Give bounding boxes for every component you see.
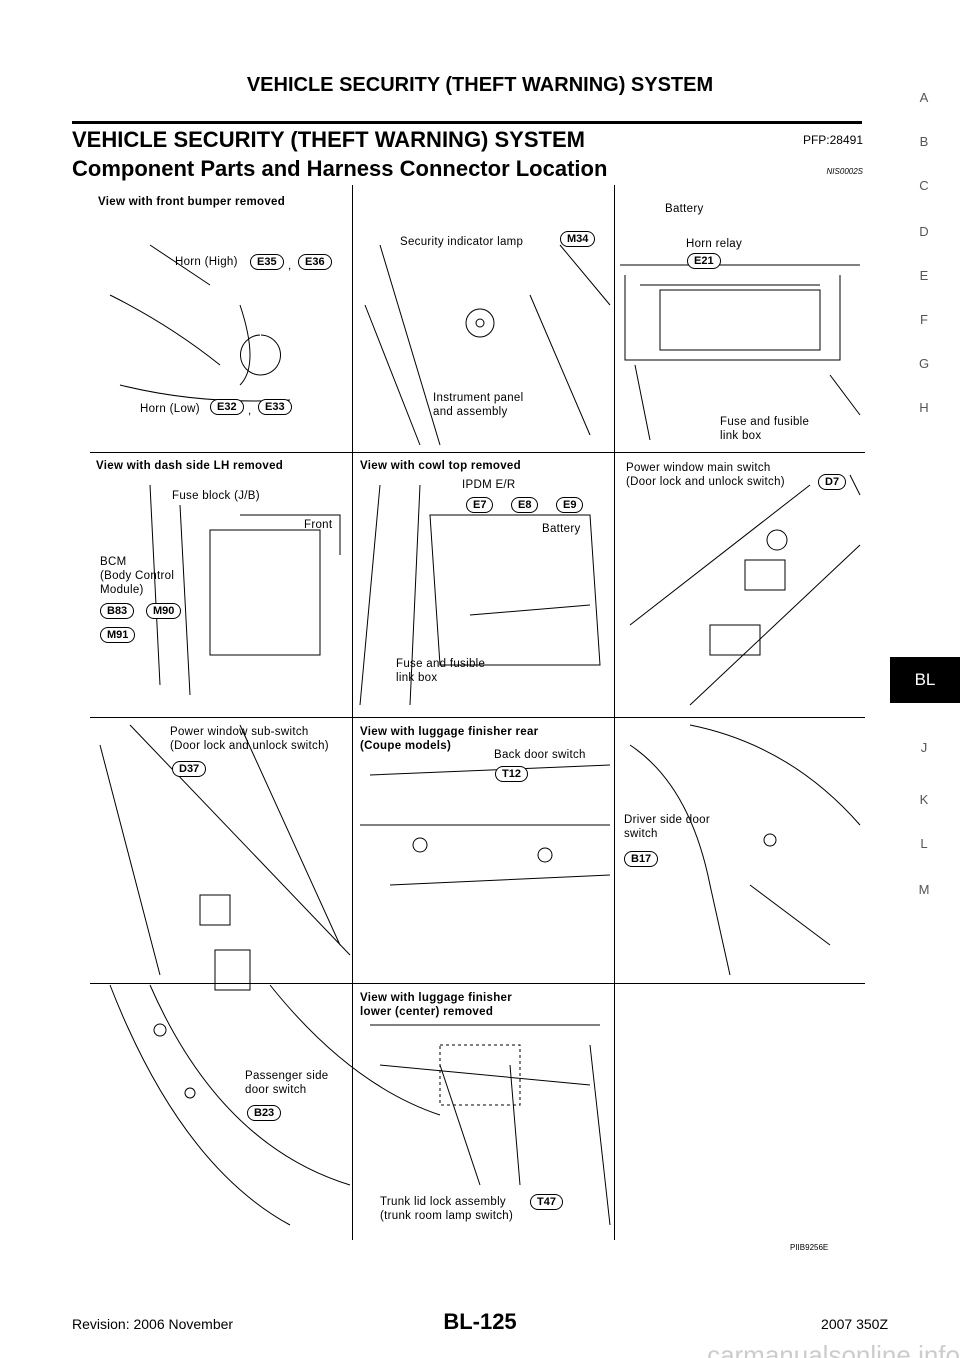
- section-subtitle: Component Parts and Harness Connector Lo…: [72, 156, 608, 181]
- grid-divider: [90, 717, 865, 718]
- instrument-panel-label: Instrument panel and assembly: [433, 392, 524, 418]
- fuse-block-label: Fuse block (J/B): [172, 490, 260, 502]
- section-index-f[interactable]: F: [920, 312, 928, 327]
- driver-door-switch-label: Driver side door switch: [624, 814, 710, 840]
- section-index-k[interactable]: K: [919, 792, 929, 807]
- section-index-c[interactable]: C: [919, 178, 929, 193]
- connector-m91: M91: [100, 627, 136, 643]
- section-title: VEHICLE SECURITY (THEFT WARNING) SYSTEM: [72, 127, 585, 152]
- battery-label: Battery: [665, 203, 704, 215]
- grid-divider: [614, 185, 615, 1240]
- section-index-a[interactable]: A: [919, 90, 929, 105]
- connector-m90: M90: [146, 603, 182, 619]
- section-index-j[interactable]: J: [920, 740, 928, 755]
- panel-title: View with cowl top removed: [360, 460, 521, 472]
- panel-title: View with front bumper removed: [98, 196, 286, 208]
- header-rule: [72, 121, 862, 124]
- trunk-lock-label: Trunk lid lock assembly (trunk room lamp…: [380, 1196, 514, 1222]
- reference-code: NIS0002S: [826, 167, 863, 176]
- fuse-box-label: Fuse and fusible link box: [720, 416, 810, 442]
- connector-b23: B23: [247, 1105, 282, 1121]
- horn-low-label: Horn (Low): [140, 403, 200, 415]
- front-label: Front: [304, 519, 333, 531]
- grid-divider: [90, 452, 865, 453]
- section-index-b[interactable]: B: [919, 134, 929, 149]
- connector-e7: E7: [466, 497, 494, 513]
- line-art-illustration: [99, 244, 861, 1226]
- panel-title: View with luggage finisher rear (Coupe m…: [360, 726, 539, 752]
- connector-e32: E32: [210, 399, 244, 415]
- main-switch-label: Power window main switch (Door lock and …: [626, 462, 785, 488]
- section-index-g[interactable]: G: [918, 356, 930, 371]
- figure-code: PIIB9256E: [790, 1243, 829, 1252]
- connector-d7: D7: [818, 474, 847, 490]
- horn-high-label: Horn (High): [175, 256, 238, 268]
- connector-b83: B83: [100, 603, 135, 619]
- section-index-h[interactable]: H: [919, 400, 929, 415]
- section-index-l[interactable]: L: [920, 836, 928, 851]
- horn-relay-label: Horn relay: [686, 238, 743, 250]
- battery-label: Battery: [542, 523, 581, 535]
- back-door-switch-label: Back door switch: [494, 749, 586, 761]
- component-location-figure: View with front bumper removed Horn (Hig…: [90, 185, 865, 1240]
- grid-divider: [90, 983, 865, 984]
- connector-e9: E9: [556, 497, 584, 513]
- separator: ,: [288, 260, 292, 272]
- connector-e33: E33: [258, 399, 292, 415]
- panel-title: View with luggage finisher lower (center…: [360, 992, 512, 1018]
- sub-switch-label: Power window sub-switch (Door lock and u…: [170, 726, 329, 752]
- page-number: BL-125: [443, 1309, 517, 1334]
- connector-e21: E21: [687, 253, 721, 269]
- section-index-e[interactable]: E: [919, 268, 929, 283]
- security-lamp-label: Security indicator lamp: [400, 236, 524, 248]
- ipdm-label: IPDM E/R: [462, 479, 516, 491]
- connector-t47: T47: [530, 1194, 563, 1210]
- model: 2007 350Z: [821, 1316, 888, 1332]
- page-header: VEHICLE SECURITY (THEFT WARNING) SYSTEM: [246, 74, 714, 96]
- fuse-box-label: Fuse and fusible link box: [396, 658, 486, 684]
- connector-t12: T12: [495, 766, 528, 782]
- connector-b17: B17: [624, 851, 659, 867]
- section-index-m[interactable]: M: [918, 882, 930, 897]
- grid-divider: [352, 185, 353, 1240]
- connector-e8: E8: [511, 497, 539, 513]
- connector-e35: E35: [250, 254, 284, 270]
- panel-title: View with dash side LH removed: [96, 460, 284, 472]
- bcm-label: BCM (Body Control Module): [100, 556, 175, 596]
- pfp-code: PFP:28491: [802, 133, 863, 147]
- revision: Revision: 2006 November: [72, 1316, 234, 1332]
- section-index-bl[interactable]: BL: [890, 657, 960, 703]
- separator: ,: [248, 405, 252, 417]
- connector-d37: D37: [172, 761, 207, 777]
- passenger-door-switch-label: Passenger side door switch: [245, 1070, 329, 1096]
- connector-e36: E36: [298, 254, 332, 270]
- connector-m34: M34: [560, 231, 596, 247]
- section-index-d[interactable]: D: [919, 224, 929, 239]
- watermark: carmanualsonline.info: [707, 1340, 960, 1358]
